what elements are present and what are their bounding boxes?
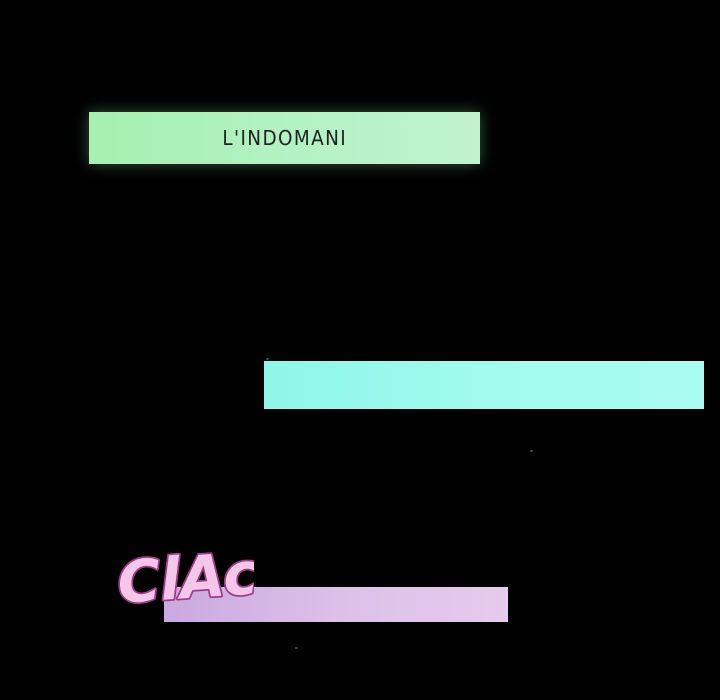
speck-mark [266,358,269,360]
caption-text: L'INDOMANI [222,126,347,150]
caption-box: L'INDOMANI [89,112,480,164]
pink-light-bar [164,587,508,622]
sound-effect: ClAc [114,537,254,618]
sound-effect-text: ClAc [115,539,254,617]
speck-mark [295,647,298,649]
speck-mark [530,450,533,452]
cyan-light-bar [264,361,704,409]
